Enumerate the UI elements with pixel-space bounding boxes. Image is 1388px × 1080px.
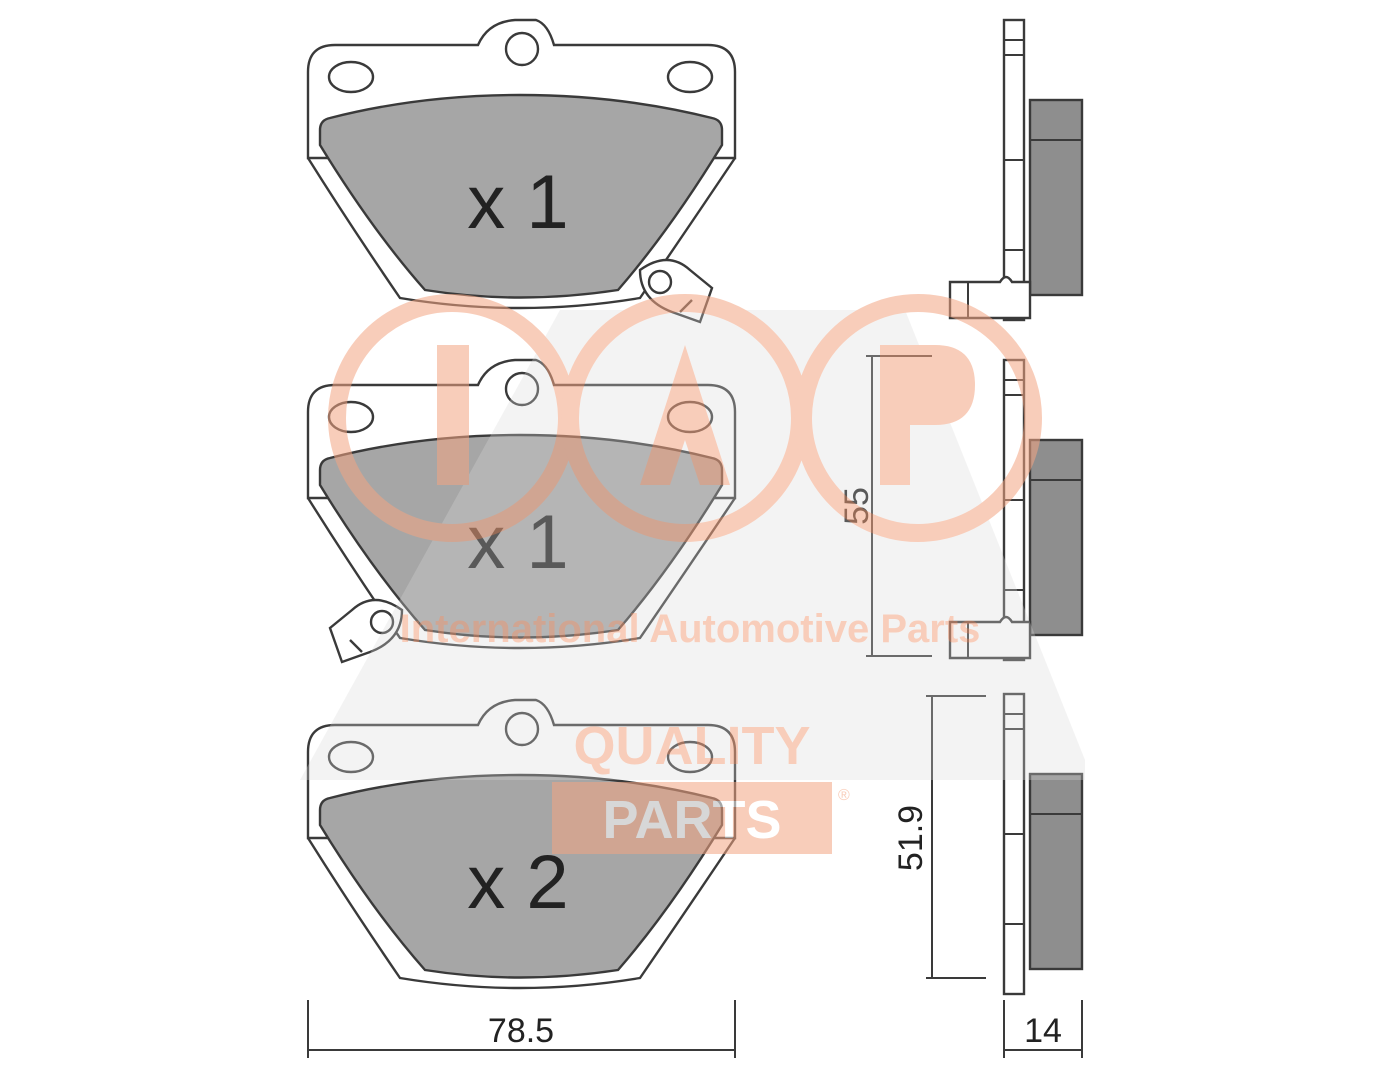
watermark-quality: QUALITY: [574, 716, 811, 776]
pad-3: x 2: [306, 698, 737, 990]
dimension-height-bottom: [926, 695, 986, 979]
side-view-1: [948, 18, 1084, 322]
dimension-height-bottom-label: 51.9: [892, 805, 930, 871]
pad-1: x 1: [306, 18, 737, 324]
dimension-width-label: 78.5: [488, 1012, 554, 1050]
watermark-parts: PARTS: [602, 790, 781, 850]
dimension-thickness-label: 14: [1024, 1012, 1062, 1050]
watermark-tagline: International Automotive Parts: [400, 607, 981, 651]
watermark-parts-box: [552, 782, 832, 854]
pad-1-qty-label: x 1: [467, 160, 568, 245]
dimension-thickness: [1003, 1000, 1083, 1058]
pad-3-qty-label: x 2: [467, 840, 568, 925]
iap-watermark: International Automotive Parts QUALITY P…: [300, 294, 1085, 854]
watermark-registered: ®: [838, 787, 850, 804]
iap-logo: [328, 294, 1042, 542]
dimension-width: [307, 1000, 736, 1058]
